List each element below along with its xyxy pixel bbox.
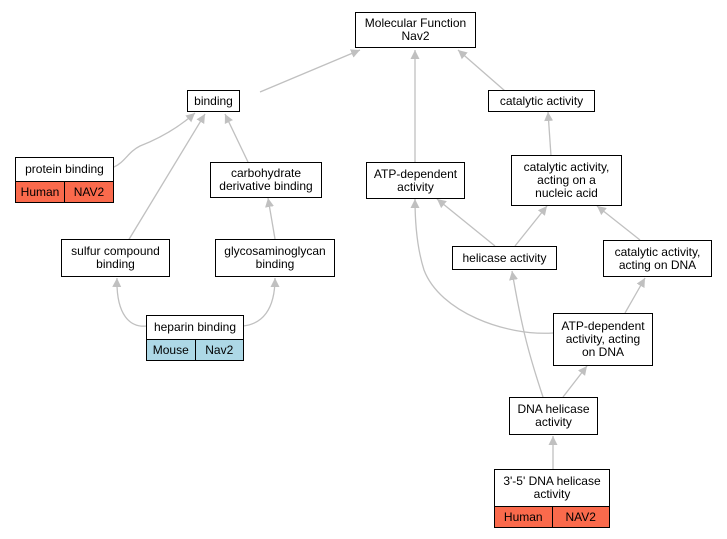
species-gene-tags: Human NAV2 <box>495 506 609 527</box>
gene-tag: Nav2 <box>194 340 243 360</box>
edge-catalytic-to-molecular-function <box>457 49 506 92</box>
node-catalytic-activity-nucleic-acid[interactable]: catalytic activity, acting on a nucleic … <box>511 155 622 206</box>
node-catalytic-activity[interactable]: catalytic activity <box>488 90 595 112</box>
node-label: sulfur compound binding <box>71 244 160 271</box>
node-label: catalytic activity <box>499 93 584 108</box>
gene-tag: NAV2 <box>64 182 113 202</box>
node-molecular-function[interactable]: Molecular Function Nav2 <box>355 12 476 48</box>
node-label: glycosaminoglycan binding <box>224 244 326 271</box>
edge-helicase-to-atp-dependent <box>436 198 496 247</box>
node-label: ATP-dependent activity <box>373 166 458 194</box>
node-label: carbohydrate derivative binding <box>219 166 313 193</box>
node-label: catalytic activity, acting on DNA <box>614 244 701 272</box>
edge-atp-dna-to-atp-dependent <box>410 198 554 334</box>
species-tag: Human <box>16 182 64 202</box>
node-label: protein binding <box>25 162 104 176</box>
node-label: Molecular Function Nav2 <box>364 16 467 43</box>
node-label: heparin binding <box>153 320 237 334</box>
edge-heparin-to-sulfur <box>112 277 148 327</box>
node-atp-dependent-activity[interactable]: ATP-dependent activity <box>366 162 465 199</box>
edge-binding-to-molecular-function <box>259 49 361 93</box>
edge-helicase-to-catalytic-nucleic <box>514 205 548 247</box>
species-gene-tags: Human NAV2 <box>16 181 113 202</box>
node-label: binding <box>194 93 233 108</box>
edge-heparin-to-glycosaminoglycan <box>242 277 280 327</box>
gene-tag: NAV2 <box>551 507 609 527</box>
species-gene-tags: Mouse Nav2 <box>147 339 243 360</box>
node-catalytic-activity-dna[interactable]: catalytic activity, acting on DNA <box>603 240 712 277</box>
node-binding[interactable]: binding <box>187 90 240 112</box>
edge-dna-helicase-to-atp-dna <box>562 365 588 398</box>
edge-protein-binding-to-binding <box>113 112 196 168</box>
node-protein-binding[interactable]: protein binding Human NAV2 <box>15 157 114 203</box>
edge-catalytic-nucleic-to-catalytic <box>544 111 554 157</box>
edge-catalytic-dna-to-catalytic-nucleic <box>596 205 641 241</box>
node-glycosaminoglycan-binding[interactable]: glycosaminoglycan binding <box>215 239 335 277</box>
edge-glycosaminoglycan-to-carbohydrate <box>265 197 276 240</box>
node-dna-helicase-activity[interactable]: DNA helicase activity <box>509 397 598 435</box>
node-sulfur-compound-binding[interactable]: sulfur compound binding <box>61 239 170 277</box>
node-carbohydrate-derivative-binding[interactable]: carbohydrate derivative binding <box>210 162 322 198</box>
node-helicase-activity[interactable]: helicase activity <box>452 246 557 270</box>
node-heparin-binding[interactable]: heparin binding Mouse Nav2 <box>146 315 244 361</box>
node-label: 3'-5' DNA helicase activity <box>503 474 601 501</box>
species-tag: Human <box>495 507 552 527</box>
node-label: catalytic activity, acting on a nucleic … <box>523 160 610 200</box>
node-label: helicase activity <box>462 250 547 265</box>
node-label: DNA helicase activity <box>517 402 590 429</box>
node-label: ATP-dependent activity, acting on DNA <box>561 319 645 359</box>
edge-sulfur-to-binding <box>127 113 206 242</box>
edge-carbohydrate-to-binding <box>224 113 249 163</box>
node-3-5-dna-helicase-activity[interactable]: 3'-5' DNA helicase activity Human NAV2 <box>494 469 610 528</box>
edge-atp-dna-to-catalytic-dna <box>624 277 646 314</box>
node-atp-dependent-activity-dna[interactable]: ATP-dependent activity, acting on DNA <box>553 313 653 366</box>
edge-dna-helicase-to-helicase <box>509 270 544 398</box>
species-tag: Mouse <box>147 340 195 360</box>
